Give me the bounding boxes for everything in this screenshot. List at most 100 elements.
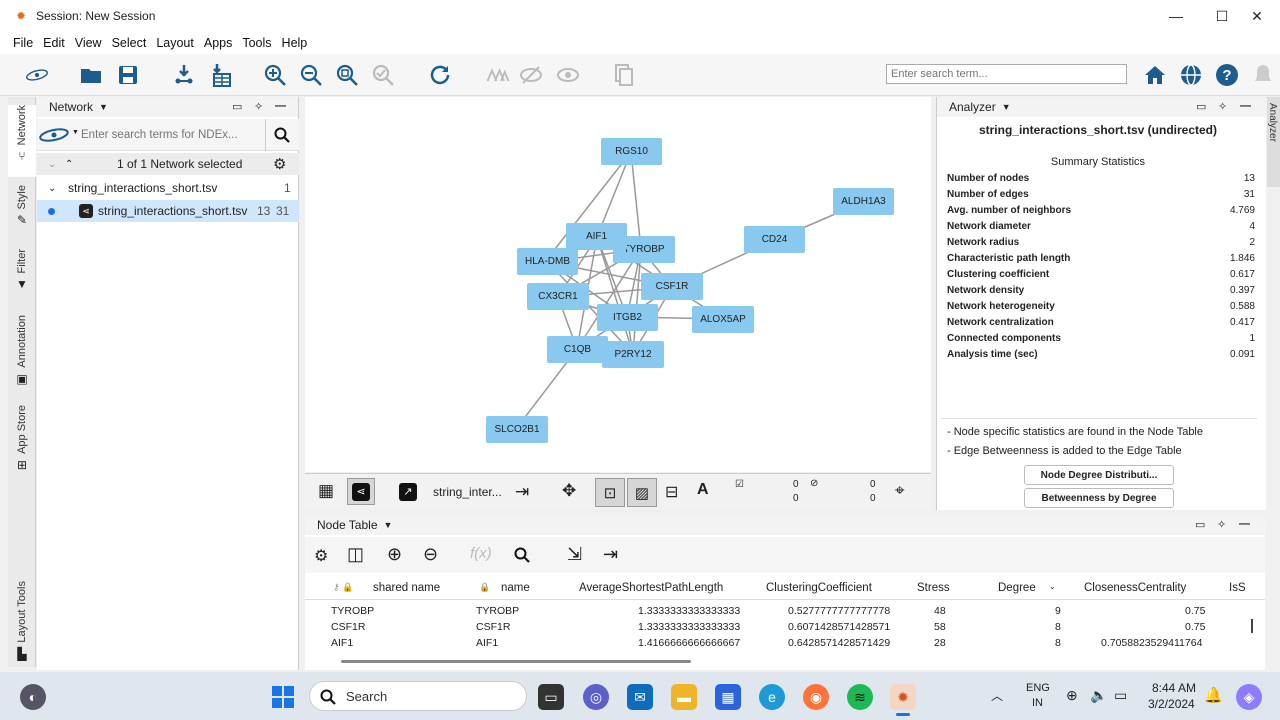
column-header[interactable]: ClusteringCoefficient — [766, 582, 872, 594]
graph-node-p2ry12[interactable]: P2RY12 — [602, 341, 664, 368]
minimize-panel-icon[interactable]: — — [275, 100, 286, 112]
float-panel-icon[interactable]: ▭ — [232, 101, 243, 113]
vertical-scrollbar[interactable] — [1251, 619, 1253, 633]
export-table-icon[interactable]: ⇥ — [603, 544, 619, 564]
minimize-button[interactable]: — — [1169, 8, 1183, 24]
minimize-panel-icon[interactable]: — — [1240, 100, 1251, 112]
graph-node-itgb2[interactable]: ITGB2 — [597, 304, 658, 331]
zoom-fit-icon[interactable] — [334, 62, 360, 88]
menu-apps[interactable]: Apps — [203, 36, 233, 50]
spotify-icon[interactable]: ≋ — [847, 684, 873, 710]
import-table-icon[interactable] — [207, 62, 233, 88]
menu-file[interactable]: File — [13, 36, 34, 50]
open-folder-icon[interactable] — [78, 62, 104, 88]
firefox-icon[interactable]: ◉ — [803, 684, 829, 710]
detach-view-icon[interactable]: ↗ — [399, 483, 417, 501]
graph-node-alox5ap[interactable]: ALOX5AP — [692, 306, 754, 333]
network-icon[interactable]: ⊕ — [1066, 687, 1078, 703]
collapse-all-icon[interactable]: ⌃ — [65, 158, 74, 170]
select-labels-icon[interactable]: A — [697, 481, 709, 498]
chevron-down-icon[interactable]: ▼ — [99, 102, 108, 112]
export-icon[interactable]: ⇥ — [515, 482, 530, 501]
select-edges-mode-icon[interactable]: ▨ — [627, 478, 657, 507]
gear-icon[interactable]: ⚙ — [314, 548, 329, 565]
column-header[interactable]: Degree — [998, 582, 1036, 594]
tab-analyzer-right[interactable]: Analyzer — [1267, 97, 1280, 187]
teams-chat-icon[interactable]: ◎ — [583, 684, 609, 710]
pin-icon[interactable]: ✧ — [1218, 101, 1228, 113]
column-header[interactable]: ClosenessCentrality — [1084, 582, 1187, 594]
menu-view[interactable]: View — [74, 36, 102, 50]
copilot-icon[interactable]: ◈ — [1236, 684, 1262, 710]
ndex-icon[interactable] — [20, 62, 54, 88]
grid-view-icon[interactable]: ▦ — [318, 481, 335, 500]
chevron-down-icon[interactable]: ▼ — [383, 520, 393, 530]
table-cell[interactable]: 1.3333333333333333 — [638, 621, 741, 633]
table-cell[interactable]: 48 — [934, 605, 946, 617]
column-header[interactable]: name — [501, 582, 530, 594]
table-cell[interactable]: 0.75 — [1185, 605, 1206, 617]
chevron-down-icon[interactable]: ▼ — [1001, 102, 1011, 112]
betweenness-by-degree-button[interactable]: Betweenness by Degree — [1024, 488, 1174, 508]
close-button[interactable]: ✕ — [1251, 7, 1263, 24]
function-builder-icon[interactable]: f(x) — [470, 545, 492, 562]
crosshair-icon[interactable]: ⌖ — [895, 481, 905, 500]
delete-column-icon[interactable]: ⊖ — [423, 544, 439, 564]
cytoscape-icon[interactable]: ✹ — [890, 684, 916, 710]
table-cell[interactable]: TYROBP — [331, 605, 375, 617]
tab-filter[interactable]: Filter ▼ — [16, 249, 28, 292]
edge-icon[interactable]: e — [759, 684, 785, 710]
chevron-down-icon[interactable]: ⌄ — [48, 182, 57, 194]
collection-row[interactable]: ⌄ string_interactions_short.tsv 1 — [37, 177, 299, 199]
import-table-icon[interactable]: ⇲ — [567, 544, 583, 564]
first-neighbors-icon[interactable] — [482, 62, 514, 88]
language-region[interactable]: IN — [1032, 697, 1043, 709]
menu-select[interactable]: Select — [111, 36, 147, 50]
table-cell[interactable]: 0.5277777777777778 — [788, 605, 891, 617]
globe-icon[interactable] — [1178, 62, 1204, 88]
search-icon[interactable] — [514, 547, 530, 563]
float-panel-icon[interactable]: ▭ — [1195, 519, 1206, 531]
graph-node-aif1[interactable]: AIF1 — [566, 223, 627, 250]
help-icon[interactable]: ? — [1214, 62, 1240, 88]
graph-node-csf1r[interactable]: CSF1R — [641, 273, 703, 300]
graph-node-c1qb[interactable]: C1QB — [547, 336, 608, 363]
volume-icon[interactable]: 🔈 — [1090, 687, 1108, 703]
analyzer-panel-title[interactable]: Analyzer — [949, 100, 996, 114]
sort-desc-icon[interactable]: ⌄ — [1049, 582, 1056, 591]
language-label[interactable]: ENG — [1026, 682, 1050, 694]
import-network-icon[interactable] — [171, 62, 197, 88]
pin-icon[interactable]: ✧ — [254, 101, 264, 113]
table-cell[interactable]: 9 — [1055, 605, 1061, 617]
task-view-icon[interactable]: ▭ — [538, 684, 564, 710]
table-cell[interactable]: TYROBP — [476, 605, 520, 617]
column-header[interactable]: shared name — [373, 582, 441, 594]
zoom-in-icon[interactable] — [262, 62, 288, 88]
select-nodes-mode-icon[interactable]: ⊡ — [595, 478, 625, 507]
network-canvas[interactable]: RGS10 ALDH1A3 CD24 TYROBP AIF1 HLA-DMB C… — [305, 97, 931, 472]
chevron-up-icon[interactable]: ︿ — [991, 689, 1004, 703]
column-header[interactable]: IsS — [1229, 582, 1246, 594]
move-icon[interactable]: ✥ — [562, 481, 577, 500]
table-cell[interactable]: CSF1R — [331, 621, 366, 633]
file-explorer-icon[interactable]: ▬ — [671, 684, 697, 710]
tab-layout-tools[interactable]: Layout Tools ▙ — [16, 581, 28, 661]
minimize-panel-icon[interactable]: — — [1239, 518, 1250, 530]
show-icon[interactable] — [555, 62, 581, 88]
mail-icon[interactable]: ✉ — [627, 684, 653, 710]
table-cell[interactable]: 28 — [934, 637, 946, 649]
float-panel-icon[interactable]: ▭ — [1196, 101, 1207, 113]
ndex-logo-icon[interactable] — [39, 127, 71, 143]
column-header[interactable]: AverageShortestPathLength — [579, 582, 724, 594]
graph-node-hla-dmb[interactable]: HLA-DMB — [517, 248, 578, 275]
select-annotations-icon[interactable]: ⊟ — [665, 484, 679, 501]
graph-node-rgs10[interactable]: RGS10 — [601, 138, 662, 165]
menu-edit[interactable]: Edit — [43, 36, 65, 50]
graph-node-aldh1a3[interactable]: ALDH1A3 — [833, 188, 894, 215]
expand-all-icon[interactable]: ⌄ — [48, 158, 57, 170]
widgets-icon[interactable]: ◐ — [20, 684, 46, 710]
add-column-icon[interactable]: ⊕ — [387, 544, 403, 564]
gear-icon[interactable]: ⚙ — [273, 156, 287, 173]
column-header[interactable]: Stress — [917, 582, 950, 594]
hide-icon[interactable] — [518, 62, 544, 88]
